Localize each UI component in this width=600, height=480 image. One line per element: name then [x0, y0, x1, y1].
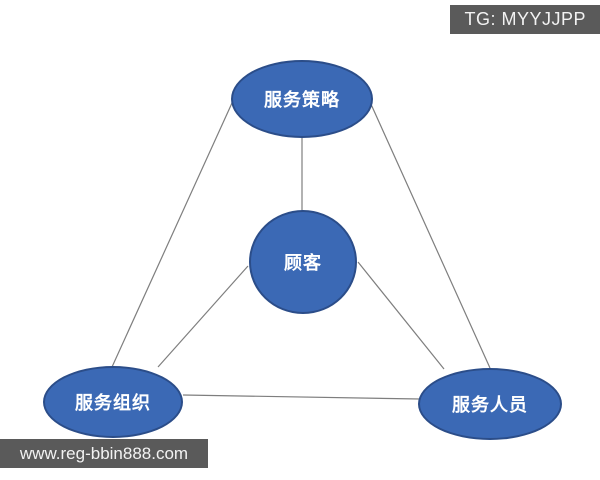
- website-watermark-bar: www.reg-bbin888.com: [0, 439, 208, 468]
- node-service-strategy-label: 服务策略: [264, 90, 340, 110]
- edge-customer-organization-line: [157, 265, 249, 368]
- node-service-organization-label: 服务组织: [75, 393, 151, 413]
- node-service-personnel: 服务人员: [418, 368, 562, 440]
- edge-strategy-personnel-line: [369, 101, 491, 369]
- node-service-strategy: 服务策略: [231, 60, 373, 138]
- node-customer-label: 顾客: [284, 253, 322, 273]
- node-service-organization: 服务组织: [43, 366, 183, 438]
- telegram-watermark-badge: TG: MYYJJPP: [450, 5, 600, 34]
- edge-customer-personnel-line: [357, 261, 445, 370]
- node-service-personnel-label: 服务人员: [452, 395, 528, 415]
- edge-strategy-organization-line: [111, 102, 233, 368]
- node-customer: 顾客: [249, 210, 357, 314]
- edge-organization-personnel-line: [182, 394, 421, 400]
